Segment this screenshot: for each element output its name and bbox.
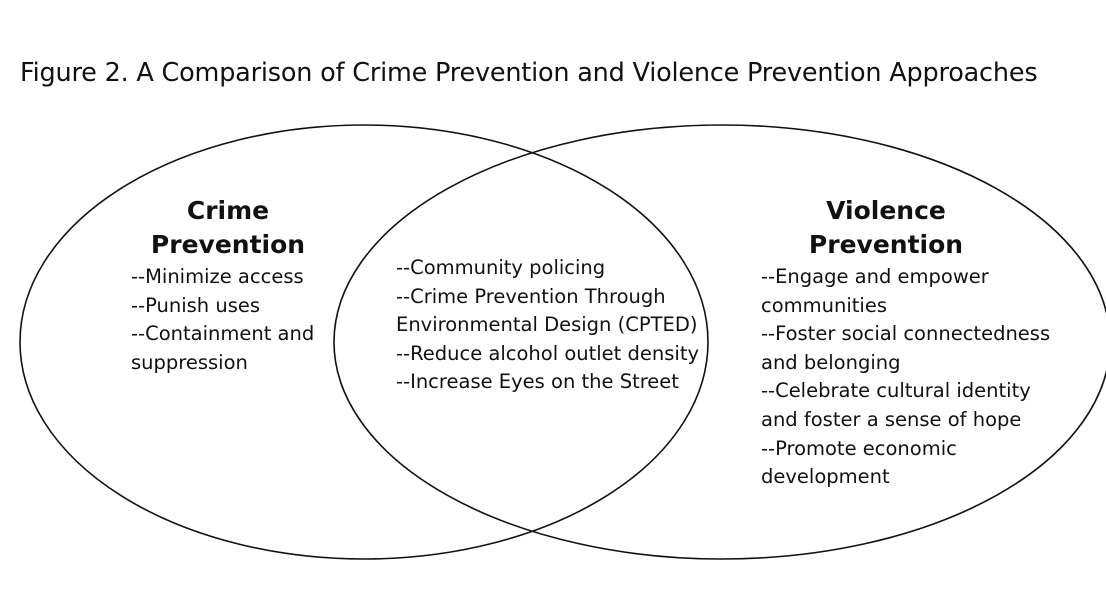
violence-heading-line1: Violence — [826, 196, 946, 225]
list-item: --Containment and — [131, 322, 315, 346]
list-item: --Promote economic — [761, 436, 957, 460]
violence-prevention-list: --Engage and empower communities --Foste… — [761, 263, 1091, 492]
list-item: Environmental Design (CPTED) — [396, 313, 698, 337]
list-item: --Engage and empower — [761, 265, 989, 288]
list-item: communities — [761, 293, 887, 317]
list-item: --Crime Prevention Through — [396, 284, 666, 308]
list-item: --Punish uses — [131, 293, 261, 317]
list-item: --Celebrate cultural identity — [761, 379, 1031, 403]
list-item: development — [761, 465, 890, 489]
list-item: --Increase Eyes on the Street — [396, 370, 679, 394]
list-item: suppression — [131, 350, 248, 374]
shared-approaches-list: --Community policing --Crime Prevention … — [396, 254, 716, 397]
figure-title: Figure 2. A Comparison of Crime Preventi… — [20, 58, 1038, 88]
violence-prevention-heading: Violence Prevention — [796, 194, 976, 262]
violence-prevention-ellipse — [333, 124, 1106, 560]
crime-prevention-ellipse — [19, 124, 709, 560]
list-item: --Reduce alcohol outlet density — [396, 341, 700, 365]
list-item: --Community policing — [396, 256, 606, 279]
crime-prevention-heading: Crime Prevention — [148, 194, 308, 262]
list-item: --Minimize access — [131, 265, 304, 288]
crime-prevention-list: --Minimize access --Punish uses --Contai… — [131, 263, 336, 377]
crime-heading-line2: Prevention — [150, 230, 306, 259]
violence-heading-line2: Prevention — [808, 230, 964, 259]
list-item: and foster a sense of hope — [761, 407, 1022, 431]
list-item: and belonging — [761, 350, 901, 374]
crime-heading-line1: Crime — [186, 196, 270, 225]
list-item: --Foster social connectedness — [761, 322, 1051, 346]
